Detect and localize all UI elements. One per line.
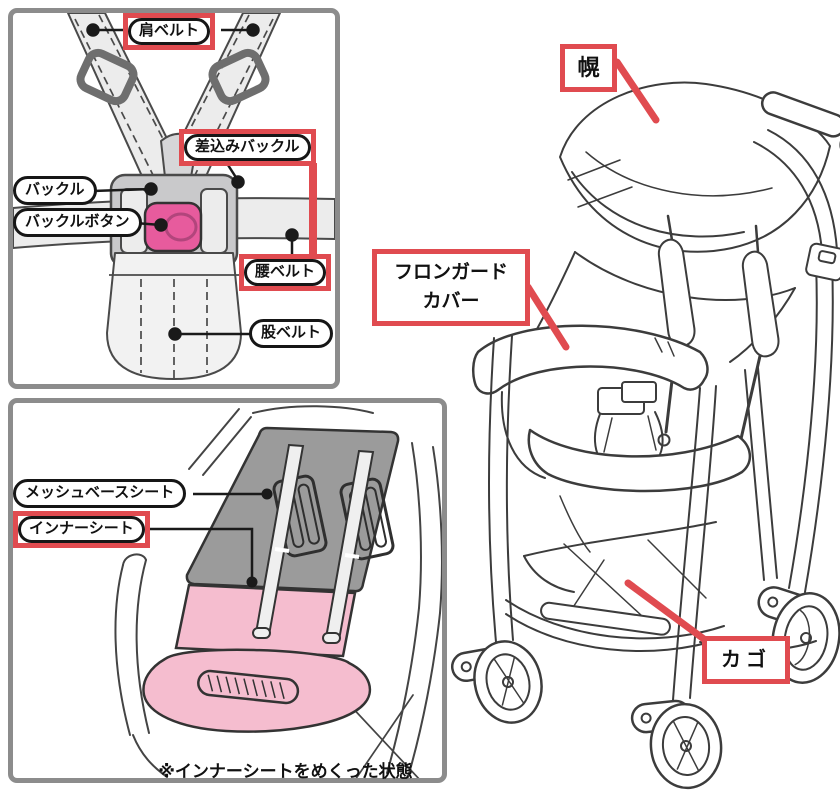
- label-shoulder-belt: 肩ベルト: [123, 13, 216, 50]
- label-waist-belt: 腰ベルト: [239, 254, 332, 291]
- red-connector-line: [309, 163, 317, 259]
- waist-belt-text: 腰ベルト: [244, 259, 327, 286]
- inner-seat-text: インナーシート: [18, 516, 145, 543]
- seat-illustration: [114, 405, 442, 778]
- label-basket: カゴ: [702, 636, 790, 684]
- label-front-guard-cover: フロンガード カバー: [372, 249, 530, 326]
- label-buckle-button: バックルボタン: [13, 208, 142, 237]
- label-buckle: バックル: [13, 176, 97, 205]
- insert-buckle-text: 差込みバックル: [184, 134, 311, 161]
- front-guard-cover-line1: フロンガード: [393, 262, 508, 283]
- label-inner-seat: インナーシート: [13, 511, 150, 548]
- label-hood: 幌: [560, 44, 617, 92]
- shoulder-belt-text: 肩ベルト: [128, 18, 211, 45]
- seat-panel: メッシュベースシート インナーシート ※インナーシートをめくった状態: [8, 398, 447, 783]
- harness-panel: 肩ベルト 差込みバックル バックル バックルボタン 腰ベルト 股ベルト: [8, 8, 340, 389]
- inner-seat-caption: ※インナーシートをめくった状態: [158, 762, 413, 781]
- label-insert-buckle: 差込みバックル: [179, 129, 316, 166]
- label-mesh-base-seat: メッシュベースシート: [13, 479, 187, 508]
- label-crotch-belt: 股ベルト: [249, 319, 334, 348]
- front-guard-cover-line2: カバー: [422, 290, 480, 312]
- red-leader-lines: [524, 58, 716, 649]
